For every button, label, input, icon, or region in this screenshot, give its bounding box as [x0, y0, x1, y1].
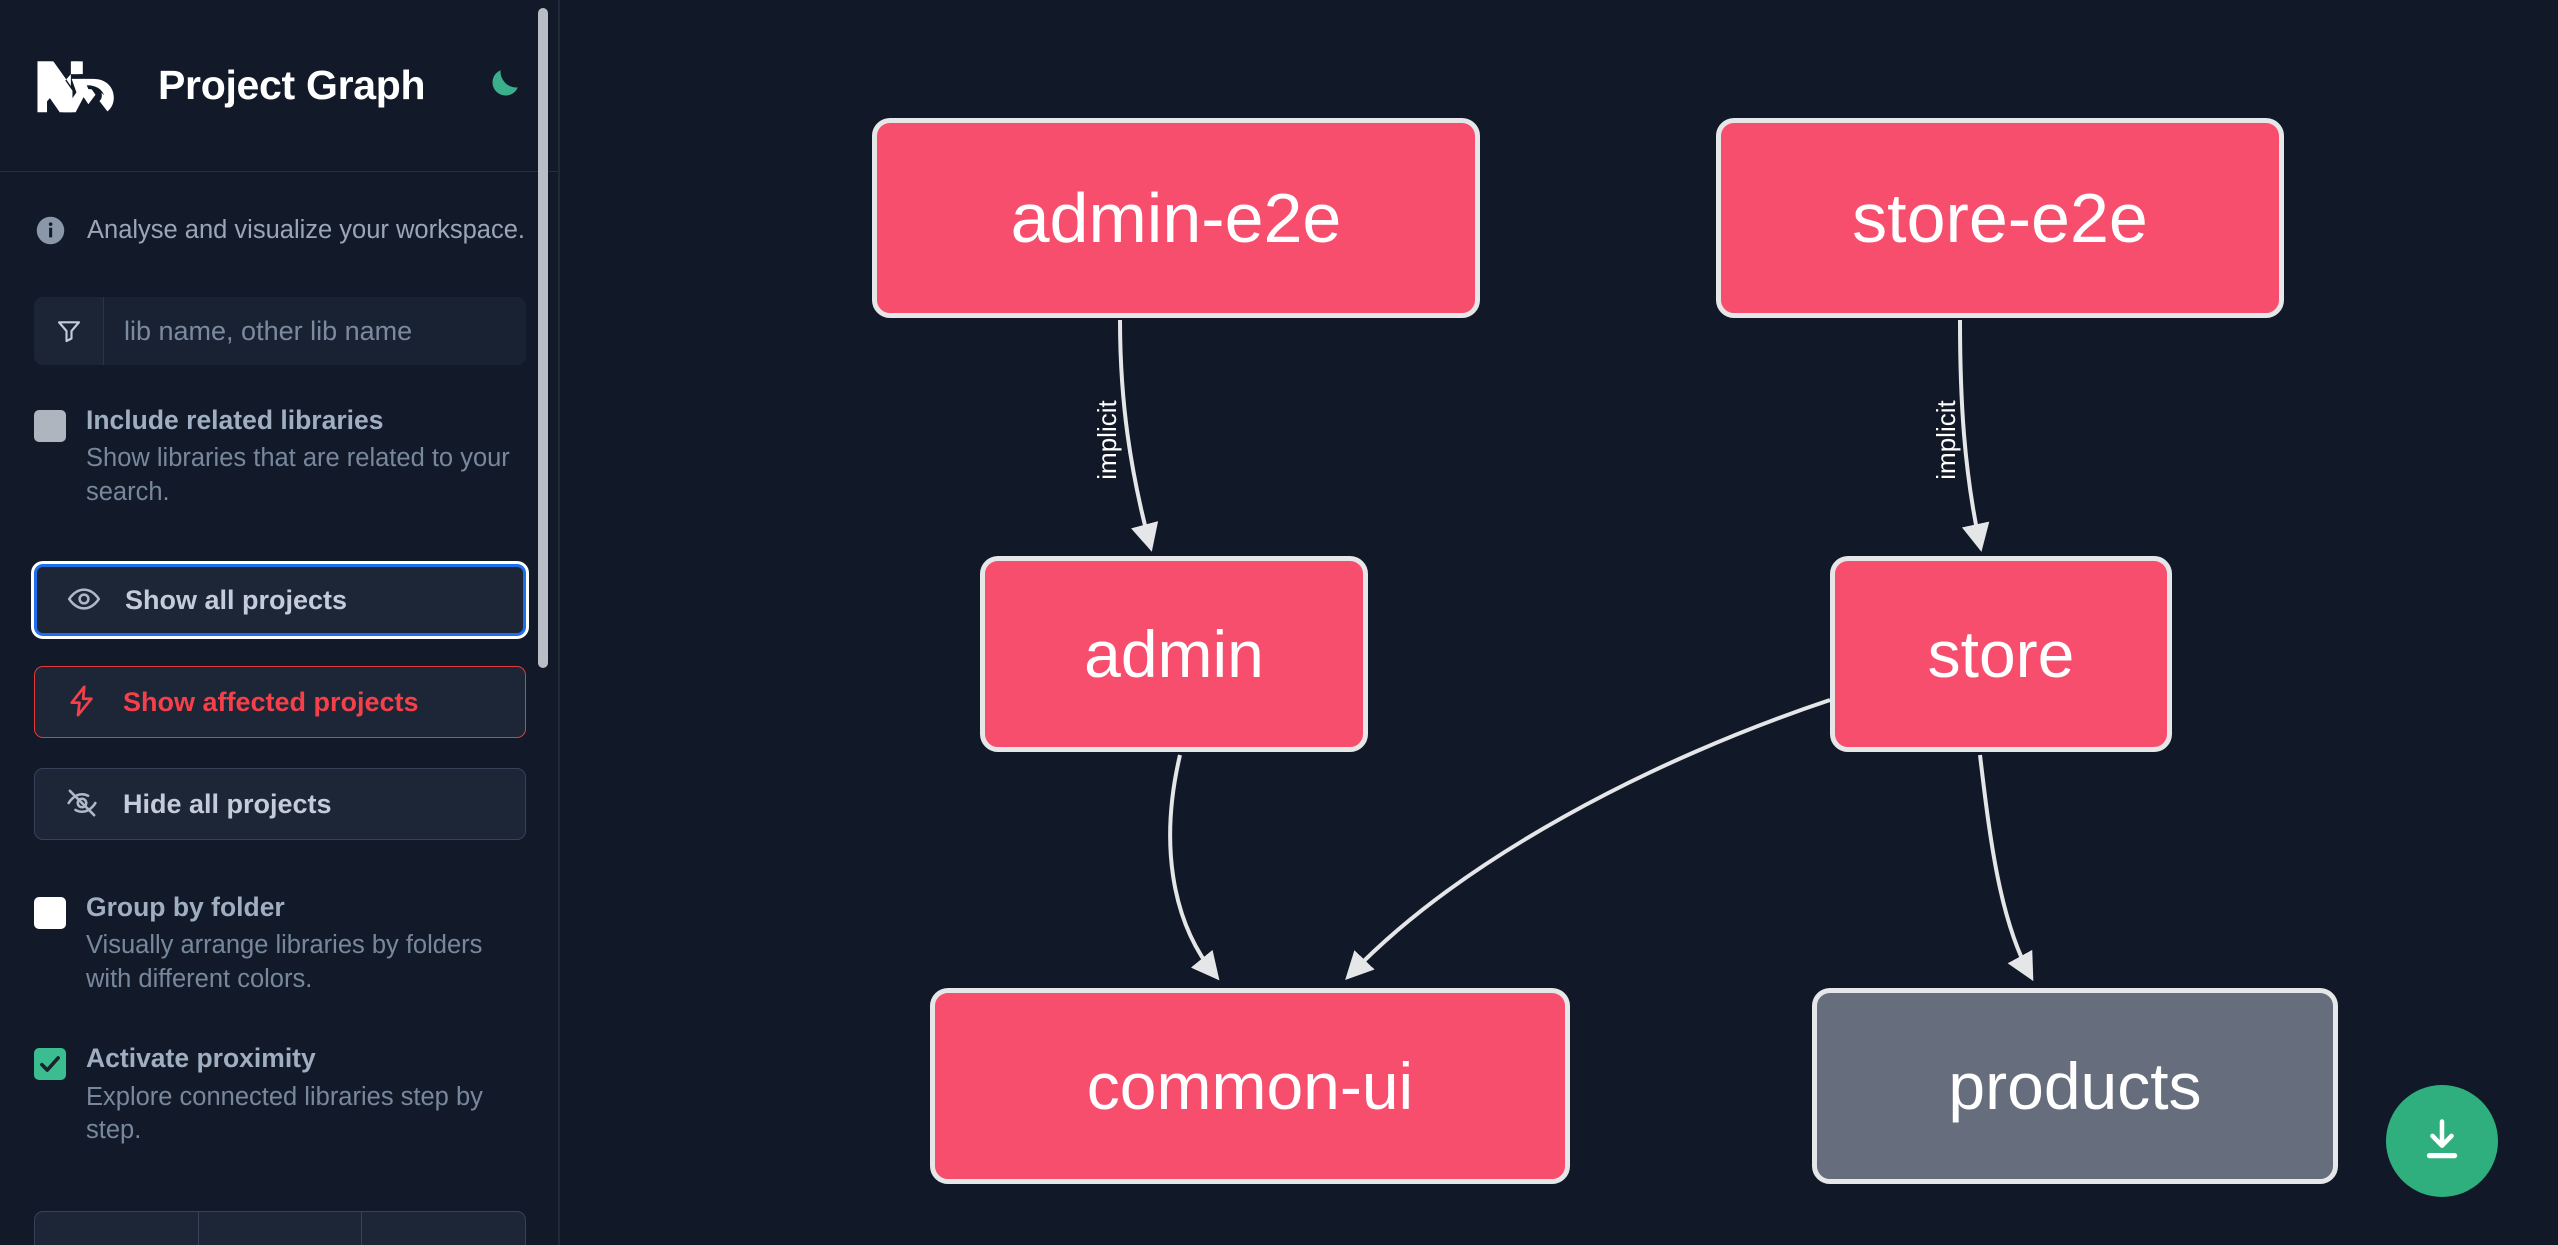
checkbox-activate-proximity[interactable] [34, 1048, 66, 1081]
sidebar-header: Project Graph [0, 0, 560, 172]
search-input[interactable] [104, 297, 526, 366]
checkbox-include-related-libraries[interactable] [34, 410, 66, 443]
option-label: Include related libraries [86, 405, 384, 436]
edge-store-e2e-store [1958, 319, 1990, 552]
option-label: Group by folder [86, 892, 285, 923]
node-label: store [1927, 617, 2075, 691]
info-text: Analyse and visualize your workspace. [87, 216, 525, 244]
search-field[interactable] [34, 297, 526, 366]
option-description: Explore connected libraries step by step… [86, 1082, 483, 1145]
download-button[interactable] [2386, 1085, 2498, 1197]
visibility-button-group: Show all projects Show affected projects [34, 564, 526, 841]
node-label: store-e2e [1852, 179, 2148, 257]
sidebar-scrollbar[interactable] [538, 8, 548, 668]
edge-store-products [1978, 754, 2034, 982]
sidebar: Project Graph Analyse and visualize your… [0, 0, 560, 1245]
graph-node-products[interactable]: products [1812, 988, 2338, 1184]
option-description: Show libraries that are related to your … [86, 444, 510, 507]
graph-canvas[interactable]: implicit implicit admin-e2e store-e2e ad… [560, 0, 2558, 1245]
node-label: admin-e2e [1010, 179, 1342, 257]
segment-1[interactable] [35, 1212, 199, 1245]
graph-node-admin-e2e[interactable]: admin-e2e [872, 118, 1480, 318]
graph-node-store-e2e[interactable]: store-e2e [1716, 118, 2284, 318]
segment-3[interactable] [362, 1212, 525, 1245]
edge-label-implicit-store: implicit [1931, 400, 1961, 480]
show-all-projects-button[interactable]: Show all projects [34, 564, 526, 637]
hide-all-projects-button[interactable]: Hide all projects [34, 768, 526, 841]
graph-node-admin[interactable]: admin [980, 556, 1368, 752]
download-icon [2416, 1114, 2468, 1169]
eye-icon [67, 582, 101, 619]
graph-node-common-ui[interactable]: common-ui [930, 988, 1570, 1184]
sidebar-body: Analyse and visualize your workspace. In… [0, 172, 560, 1148]
info-banner: Analyse and visualize your workspace. [34, 172, 526, 247]
graph-node-store[interactable]: store [1830, 556, 2172, 752]
bottom-segmented-control[interactable] [34, 1211, 526, 1245]
checkbox-group-by-folder[interactable] [34, 897, 66, 930]
info-icon [34, 214, 67, 247]
button-label: Hide all projects [123, 788, 332, 819]
segment-2[interactable] [199, 1212, 363, 1245]
edge-admin-common-ui [1168, 754, 1220, 981]
edge-label-implicit-admin: implicit [1092, 400, 1122, 480]
edge-store-common-ui [1345, 698, 1831, 981]
node-label: admin [1084, 617, 1264, 691]
filter-icon[interactable] [34, 297, 104, 366]
option-activate-proximity[interactable]: Activate proximity Explore connected lib… [34, 1043, 526, 1148]
option-include-related-libraries[interactable]: Include related libraries Show libraries… [34, 405, 526, 510]
bolt-icon [65, 684, 99, 721]
button-label: Show all projects [125, 584, 348, 615]
nx-logo-icon [34, 55, 130, 117]
button-label: Show affected projects [123, 686, 419, 717]
show-affected-projects-button[interactable]: Show affected projects [34, 666, 526, 739]
option-group-by-folder[interactable]: Group by folder Visually arrange librari… [34, 892, 526, 997]
page-title: Project Graph [158, 62, 426, 108]
moon-icon[interactable] [479, 63, 525, 109]
eye-off-icon [65, 786, 99, 823]
node-label: products [1948, 1049, 2202, 1123]
edge-admin-e2e-admin [1118, 319, 1159, 552]
option-description: Visually arrange libraries by folders wi… [86, 931, 483, 994]
option-label: Activate proximity [86, 1043, 316, 1074]
node-label: common-ui [1086, 1049, 1414, 1123]
sidebar-divider [558, 0, 560, 1245]
